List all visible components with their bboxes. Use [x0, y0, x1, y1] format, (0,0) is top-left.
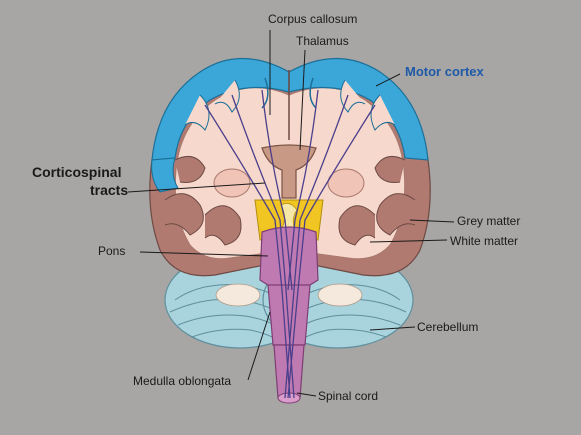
label-white-matter: White matter — [450, 234, 518, 248]
thalamus-left — [214, 169, 250, 197]
label-pons: Pons — [98, 244, 125, 258]
label-spinal-cord: Spinal cord — [318, 389, 378, 403]
label-thalamus: Thalamus — [296, 34, 349, 48]
label-motor-cortex: Motor cortex — [405, 64, 484, 79]
label-corpus-callosum: Corpus callosum — [268, 12, 357, 26]
label-corticospinal-line1: Corticospinal — [32, 164, 121, 181]
label-grey-matter: Grey matter — [457, 214, 520, 228]
label-cerebellum: Cerebellum — [417, 320, 478, 334]
label-corticospinal-line2: tracts — [90, 182, 128, 199]
label-medulla-oblongata: Medulla oblongata — [133, 374, 231, 388]
